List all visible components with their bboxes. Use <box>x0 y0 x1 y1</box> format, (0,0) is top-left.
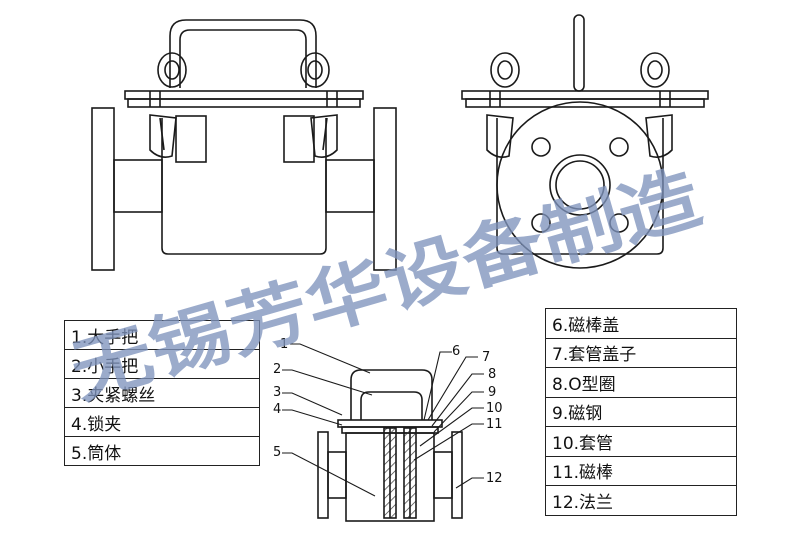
legend-item: 7.套管盖子 <box>545 337 737 368</box>
callout-9: 9 <box>488 385 496 400</box>
legend-item: 12.法兰 <box>545 485 737 516</box>
section-view <box>317 369 463 522</box>
legend-item: 10.套管 <box>545 426 737 457</box>
callout-11: 11 <box>486 417 503 432</box>
side-view <box>461 14 709 269</box>
legend-item: 3.夹紧螺丝 <box>64 378 260 408</box>
callout-6: 6 <box>452 344 460 359</box>
callout-5: 5 <box>273 445 281 460</box>
callout-leaders <box>282 343 484 497</box>
callout-10: 10 <box>486 401 503 416</box>
callout-2: 2 <box>273 362 281 377</box>
front-view <box>91 19 397 271</box>
legend-item: 9.磁钢 <box>545 396 737 427</box>
legend-item: 2.小手把 <box>64 349 260 379</box>
legend-item: 4.锁夹 <box>64 407 260 437</box>
callout-4: 4 <box>273 402 281 417</box>
parts-legend-left: 1.大手把 2.小手把 3.夹紧螺丝 4.锁夹 5.筒体 <box>64 320 260 466</box>
legend-item: 6.磁棒盖 <box>545 308 737 339</box>
callout-3: 3 <box>273 385 281 400</box>
legend-item: 8.O型圈 <box>545 367 737 398</box>
parts-legend-right: 6.磁棒盖 7.套管盖子 8.O型圈 9.磁钢 10.套管 11.磁棒 12.法… <box>545 308 737 516</box>
legend-item: 5.筒体 <box>64 436 260 466</box>
callout-12: 12 <box>486 471 503 486</box>
callout-7: 7 <box>482 350 490 365</box>
legend-item: 11.磁棒 <box>545 455 737 486</box>
legend-item: 1.大手把 <box>64 320 260 350</box>
callout-8: 8 <box>488 367 496 382</box>
callout-numbers: 1 2 3 4 5 6 7 8 9 10 11 12 <box>273 337 503 486</box>
callout-1: 1 <box>280 337 288 352</box>
